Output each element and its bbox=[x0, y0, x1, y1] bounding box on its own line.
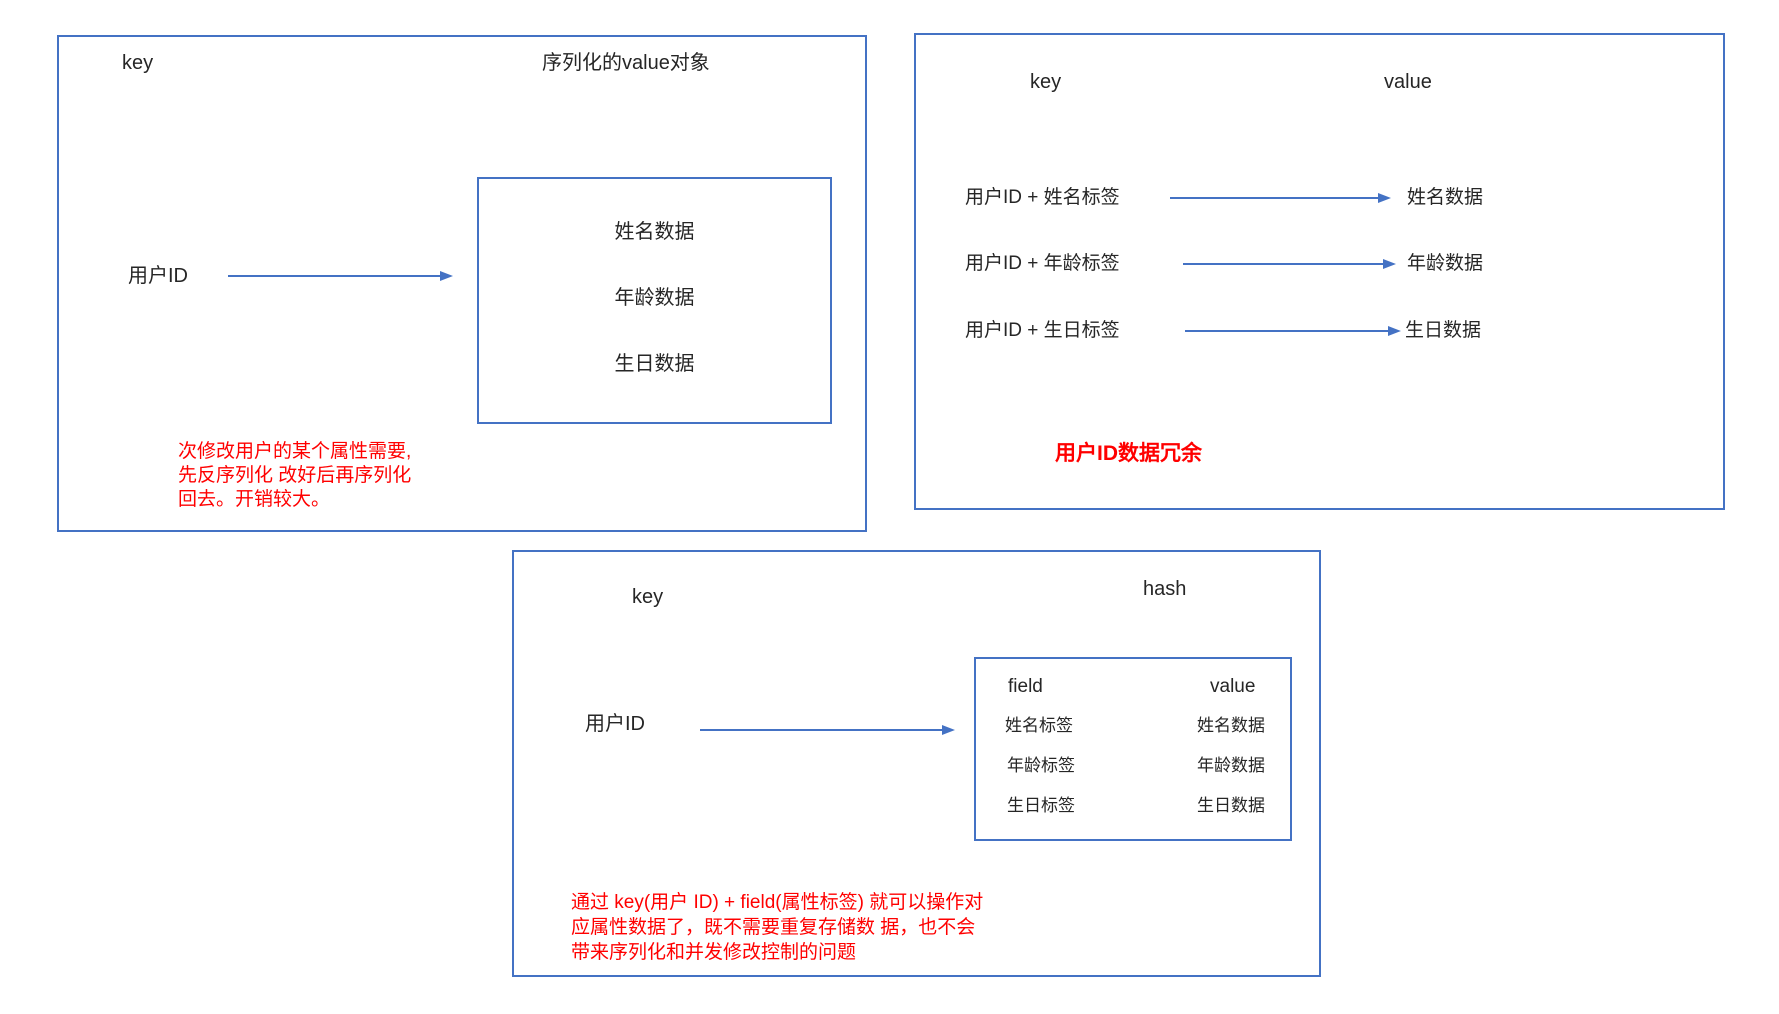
panel3-note-line: 通过 key(用户 ID) + field(属性标签) 就可以操作对 bbox=[571, 892, 984, 913]
panel2-value-header: value bbox=[1384, 71, 1432, 93]
panel1-note-line: 回去。开销较大。 bbox=[178, 489, 331, 510]
arrow-right-icon bbox=[1183, 259, 1396, 269]
hash-field-header: field bbox=[1008, 676, 1043, 697]
panel1-note-line: 先反序列化 改好后再序列化 bbox=[178, 465, 412, 486]
hash-value: 姓名数据 bbox=[1197, 716, 1265, 735]
panel-key-redundancy bbox=[914, 33, 1725, 510]
panel2-row-key: 用户ID + 年龄标签 bbox=[965, 253, 1120, 274]
hash-value: 年龄数据 bbox=[1197, 756, 1265, 775]
panel1-note-line: 次修改用户的某个属性需要, bbox=[178, 441, 412, 462]
panel3-hash-table: field value 姓名标签 姓名数据 年龄标签 年龄数据 生日标签 生日数… bbox=[974, 657, 1292, 841]
panel2-key-header: key bbox=[1030, 71, 1062, 93]
panel3-key-item: 用户ID bbox=[585, 713, 645, 735]
panel1-note: 次修改用户的某个属性需要, 先反序列化 改好后再序列化 回去。开销较大。 bbox=[178, 440, 411, 512]
hash-field: 姓名标签 bbox=[1005, 716, 1073, 735]
panel1-key-item: 用户ID bbox=[128, 265, 188, 287]
arrow-right-icon bbox=[228, 271, 453, 281]
panel2-row-value: 年龄数据 bbox=[1407, 253, 1484, 274]
panel1-value-header: 序列化的value对象 bbox=[542, 52, 710, 74]
panel2-row-key: 用户ID + 生日标签 bbox=[965, 320, 1120, 341]
hash-field: 生日标签 bbox=[1007, 796, 1075, 815]
hash-value: 生日数据 bbox=[1197, 796, 1265, 815]
arrow-right-icon bbox=[1185, 326, 1401, 336]
panel3-note-line: 带来序列化和并发修改控制的问题 bbox=[571, 942, 857, 963]
arrow-right-icon bbox=[1170, 193, 1391, 203]
arrow-right-icon bbox=[700, 725, 955, 735]
hash-field: 年龄标签 bbox=[1007, 756, 1075, 775]
panel1-serialized-object-box: 姓名数据 年龄数据 生日数据 bbox=[477, 177, 832, 424]
panel3-key-header: key bbox=[632, 586, 664, 608]
box-item: 生日数据 bbox=[614, 353, 695, 375]
panel3-note: 通过 key(用户 ID) + field(属性标签) 就可以操作对 应属性数据… bbox=[571, 890, 983, 965]
panel2-row-key: 用户ID + 姓名标签 bbox=[965, 187, 1120, 208]
panel3-hash-header: hash bbox=[1143, 578, 1187, 600]
box-item: 姓名数据 bbox=[614, 221, 695, 243]
panel2-row-value: 姓名数据 bbox=[1407, 187, 1484, 208]
panel2-note: 用户ID数据冗余 bbox=[1055, 442, 1202, 465]
panel2-row-value: 生日数据 bbox=[1405, 320, 1482, 341]
box-item: 年龄数据 bbox=[614, 287, 695, 309]
hash-value-header: value bbox=[1210, 676, 1256, 697]
panel1-key-header: key bbox=[122, 52, 154, 74]
panel3-note-line: 应属性数据了，既不需要重复存储数 据，也不会 bbox=[571, 917, 976, 938]
